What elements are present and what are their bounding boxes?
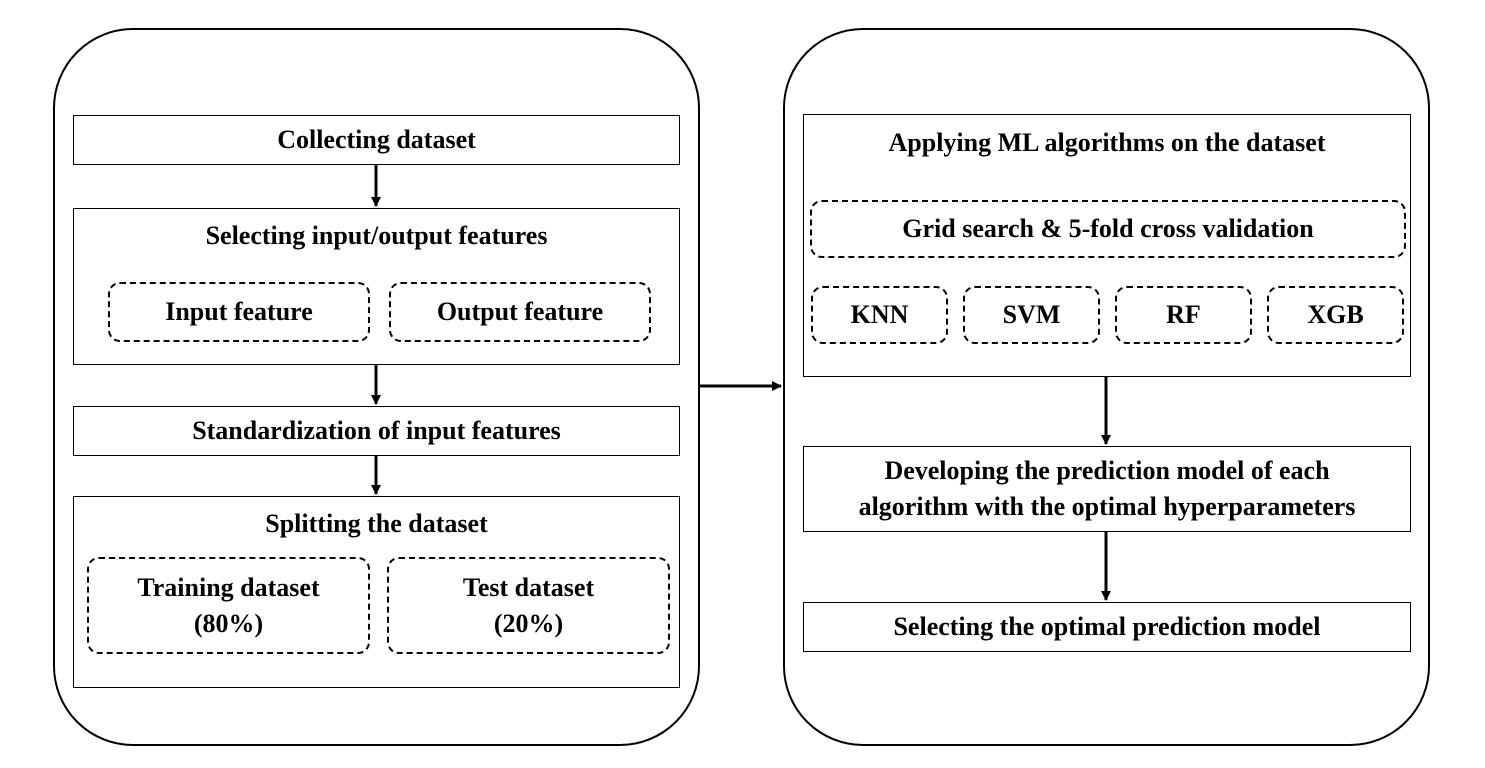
apply-ml-title: Applying ML algorithms on the dataset xyxy=(888,128,1326,157)
test-dataset-percent: (20%) xyxy=(493,608,564,638)
input-feature-label: Input feature xyxy=(165,297,313,326)
develop-model-box: Developing the prediction model of each … xyxy=(803,446,1411,532)
select-features-box: Selecting input/output features Input fe… xyxy=(73,208,680,365)
select-features-title: Selecting input/output features xyxy=(205,221,548,250)
training-dataset-box: Training dataset (80%) xyxy=(87,557,370,654)
training-dataset-label: Training dataset xyxy=(137,572,320,602)
collecting-dataset-label: Collecting dataset xyxy=(277,125,476,154)
algorithm-knn-label: KNN xyxy=(850,300,909,329)
algorithm-svm-label: SVM xyxy=(1002,300,1061,329)
output-feature-label: Output feature xyxy=(436,297,604,326)
algorithm-svm-box: SVM xyxy=(963,286,1100,344)
right-panel xyxy=(783,28,1430,746)
apply-ml-box: Applying ML algorithms on the dataset Gr… xyxy=(803,114,1411,377)
standardization-label: Standardization of input features xyxy=(192,416,561,445)
standardization-box: Standardization of input features xyxy=(73,406,680,456)
input-feature-box: Input feature xyxy=(108,282,370,342)
test-dataset-box: Test dataset (20%) xyxy=(387,557,670,654)
training-dataset-percent: (80%) xyxy=(193,608,264,638)
algorithm-rf-label: RF xyxy=(1166,300,1201,329)
algorithm-xgb-label: XGB xyxy=(1307,300,1364,329)
algorithm-knn-box: KNN xyxy=(811,286,948,344)
algorithm-rf-box: RF xyxy=(1115,286,1252,344)
grid-search-label: Grid search & 5-fold cross validation xyxy=(902,214,1314,243)
output-feature-box: Output feature xyxy=(389,282,651,342)
left-panel xyxy=(53,28,700,746)
optimal-model-label: Selecting the optimal prediction model xyxy=(893,612,1321,641)
algorithm-xgb-box: XGB xyxy=(1267,286,1404,344)
develop-model-line2: algorithm with the optimal hyperparamete… xyxy=(858,492,1356,521)
test-dataset-label: Test dataset xyxy=(462,572,595,602)
collecting-dataset-box: Collecting dataset xyxy=(73,115,680,165)
split-dataset-title: Splitting the dataset xyxy=(265,509,488,538)
split-dataset-box: Splitting the dataset Training dataset (… xyxy=(73,496,680,688)
optimal-model-box: Selecting the optimal prediction model xyxy=(803,602,1411,652)
develop-model-line1: Developing the prediction model of each xyxy=(884,456,1330,485)
grid-search-box: Grid search & 5-fold cross validation xyxy=(810,200,1406,258)
